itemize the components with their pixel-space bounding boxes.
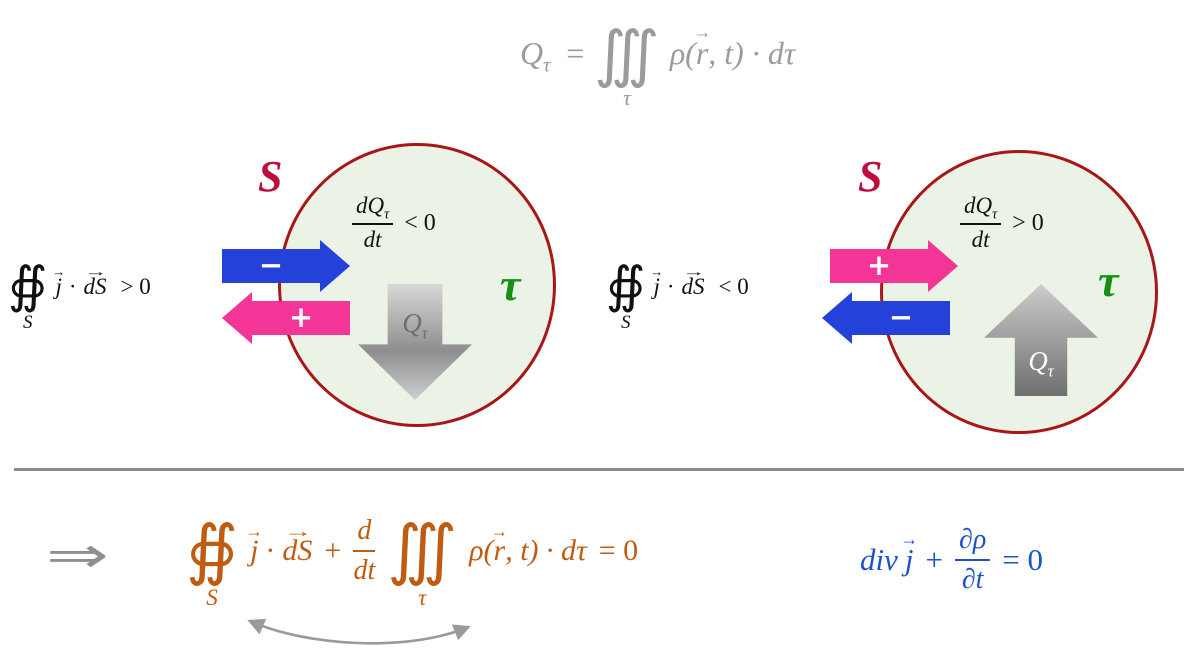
triple-integral-symbol: ∭ (387, 511, 458, 588)
minus-sign: − (258, 247, 284, 282)
positive-charge-outflow-arrow-left: + (222, 292, 350, 344)
integral-continuity-equation: ∯S j·dS + ddt ∭τ ρ(r, t) · dτ = 0 (186, 506, 639, 608)
charge-definition-formula: Qτ = ∭τ ρ(r, t) · dτ (520, 12, 795, 109)
current-density-vector: j (653, 274, 659, 300)
flux-relation-right: < 0 (718, 273, 749, 299)
surface-integral-subscript: S (620, 311, 631, 333)
charge-amount-label: Qτ (402, 308, 428, 343)
position-vector: r (696, 35, 708, 72)
surface-element-vector: dS (282, 534, 312, 568)
arrow-body: + (830, 249, 928, 283)
arrow-head-icon (320, 240, 350, 292)
position-vector: r (494, 534, 506, 568)
current-density-vector: j (905, 542, 914, 578)
triple-integral-subscript: τ (623, 84, 631, 110)
arrow-body: − (222, 249, 320, 283)
density-time-derivative-fraction: ∂ρ∂t (954, 522, 991, 597)
plus-sign: + (866, 247, 892, 282)
charge-amount-label: Qτ (1028, 346, 1054, 381)
surface-integral-subscript: S (22, 311, 33, 333)
flux-formula-right: ∯S j·dS< 0 (606, 252, 749, 331)
plus-operator: + (925, 541, 943, 577)
surface-integral-symbol: ∯ (8, 256, 48, 314)
surface-integral-left: ∯S (8, 256, 48, 333)
surface-integral-subscript: S (206, 584, 218, 610)
plus-operator: + (324, 533, 342, 567)
arrow-head-icon (928, 240, 958, 292)
surface-integral: ∯S (186, 511, 239, 610)
surface-label-left: S (258, 152, 283, 201)
plus-sign: + (288, 299, 314, 334)
curved-link-arrow (247, 618, 471, 645)
equals-zero: = 0 (598, 533, 639, 567)
surface-integral-symbol: ∯ (186, 511, 239, 588)
flux-formula-left: ∯S j·dS> 0 (8, 252, 151, 331)
rate-relation-right: > 0 (1012, 209, 1044, 236)
charge-symbol: Qτ = (520, 35, 585, 77)
flux-relation-left: > 0 (120, 273, 151, 299)
surface-element-vector: dS (84, 274, 107, 300)
surface-integral-right: ∯S (606, 256, 646, 333)
rate-relation-left: < 0 (404, 209, 436, 236)
arrow-head-icon (822, 292, 852, 344)
arrow-head-icon (222, 292, 252, 344)
triple-integral-symbol: ∭ (594, 17, 660, 90)
arrow-body: − (852, 301, 950, 335)
arrow-body: + (252, 301, 350, 335)
minus-sign: − (888, 299, 914, 334)
surface-label-right: S (858, 152, 883, 201)
current-density-vector: j (55, 274, 61, 300)
negative-charge-outflow-arrow-right: − (822, 292, 950, 344)
surface-element-vector: dS (682, 274, 705, 300)
section-divider (14, 468, 1184, 471)
positive-charge-inflow-arrow-right: + (830, 240, 958, 292)
density-integrand: ρ(r, t) · dτ (670, 35, 795, 72)
volume-label-left: τ (500, 259, 521, 310)
negative-charge-inflow-arrow-left: − (222, 240, 350, 292)
implies-arrow: ⇒ (46, 526, 109, 584)
flux-expression-left: j·dS> 0 (55, 274, 150, 300)
density-term: ρ(r, t) · dτ (469, 534, 587, 568)
equals-zero: = 0 (1002, 541, 1043, 577)
current-density-vector: j (250, 534, 258, 568)
flux-term: j·dS (250, 534, 312, 568)
triple-integral: ∭τ (594, 17, 660, 110)
volume-integral: ∭τ (387, 511, 458, 610)
flux-expression-right: j·dS< 0 (653, 274, 748, 300)
triple-integral-subscript: τ (418, 584, 427, 610)
volume-label-right: τ (1098, 255, 1119, 306)
surface-integral-symbol: ∯ (606, 256, 646, 314)
